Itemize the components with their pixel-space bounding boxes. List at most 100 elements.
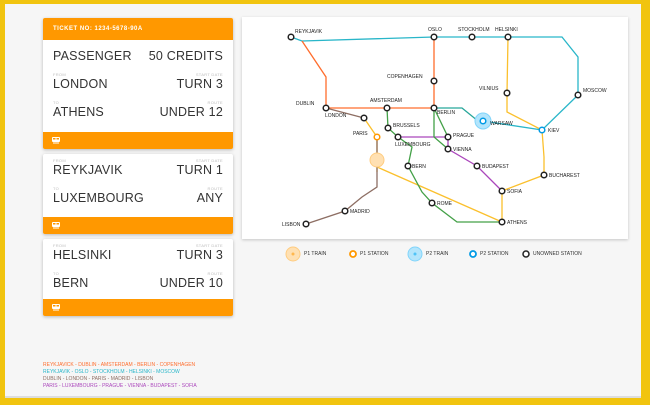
unowned-station-icon [522,250,530,258]
ticket-number: TICKET NO: 1234-5678-90A [43,18,233,40]
start-date-label: START DATE [195,72,223,77]
from-value: REYKJAVIK [53,163,123,177]
station-warsaw[interactable] [479,117,487,125]
track-segment [501,129,545,222]
station-label: MOSCOW [583,88,607,94]
station-kiev[interactable] [538,126,546,134]
p1-train-icon[interactable] [369,152,385,168]
track-segment [506,36,543,131]
app-frame: TICKET NO: 1234-5678-90A PASSENGER 50 CR… [5,4,641,398]
to-value: LUXEMBOURG [53,191,144,205]
station-reykjavik[interactable] [287,33,295,41]
train-icon [52,222,60,229]
station-sofia[interactable] [498,187,506,195]
station-madrid[interactable] [341,207,349,215]
station-bern[interactable] [404,162,412,170]
station-label: STOCKHOLM [458,27,490,33]
p1-train-icon [285,246,301,262]
station-prague[interactable] [444,133,452,141]
station-bucharest[interactable] [540,171,548,179]
route-line: REYKJAVICK - DUBLIN - AMSTERDAM - BERLIN… [43,362,196,368]
legend-item: P1 STATION [345,246,405,262]
legend-item: UNOWNED STATION [518,246,598,262]
station-label: VILNIUS [479,86,499,92]
station-label: HELSINKI [495,27,518,33]
from-label: FROM [53,72,66,77]
ticket-row: TO ROUTE BERN UNDER 10 [43,267,233,295]
station-moscow[interactable] [574,91,582,99]
to-label: TO [53,271,60,276]
p2-train-icon [407,246,423,262]
ticket-footer [43,217,233,234]
station-label: OSLO [428,27,442,33]
station-lisbon[interactable] [302,220,310,228]
station-label: ROME [437,201,453,207]
station-label: PRAGUE [453,133,475,139]
track-segment [434,36,579,95]
station-oslo[interactable] [430,33,438,41]
from-value: HELSINKI [53,248,112,262]
station-london[interactable] [360,114,368,122]
legend-label: P1 TRAIN [304,251,327,257]
route-label: ROUTE [207,100,223,105]
station-berlin[interactable] [430,104,438,112]
station-label: COPENHAGEN [387,74,423,80]
route-value: UNDER 12 [159,105,223,119]
station-amsterdam[interactable] [383,104,391,112]
station-dublin[interactable] [322,104,330,112]
from-value: LONDON [53,77,108,91]
station-paris[interactable] [373,133,381,141]
station-label: LUXEMBOURG [395,142,431,148]
ticket-row: FROM START DATE LONDON TURN 3 [43,68,233,96]
station-label: LONDON [325,113,347,119]
ticket-row: FROM START DATE REYKJAVIK TURN 1 [43,154,233,182]
track-segment [433,108,449,150]
ticket-card-2[interactable]: FROM START DATE REYKJAVIK TURN 1 TO ROUT… [43,154,233,234]
ticket-card-1[interactable]: TICKET NO: 1234-5678-90A PASSENGER 50 CR… [43,18,233,149]
station-athens[interactable] [498,218,506,226]
p2-station-icon [469,250,477,258]
station-helsinki[interactable] [504,33,512,41]
legend-item: P2 STATION [465,246,525,262]
station-brussels[interactable] [384,124,392,132]
station-label: BUCHAREST [549,173,580,179]
station-luxembourg[interactable] [394,133,402,141]
from-label: FROM [53,243,66,248]
track-segment [433,107,449,138]
routes-list: REYKJAVICK - DUBLIN - AMSTERDAM - BERLIN… [43,362,197,390]
ticket-row: FROM START DATE HELSINKI TURN 3 [43,239,233,267]
start-date-value: TURN 1 [176,163,223,177]
from-label: FROM [53,158,66,163]
legend-item: P1 TRAIN [285,246,335,262]
station-label: ATHENS [507,220,528,226]
route-value: UNDER 10 [159,276,223,290]
station-label: PARIS [353,131,368,137]
ticket-row: TO ROUTE ATHENS UNDER 12 [43,96,233,124]
station-label: BERLIN [437,110,455,116]
track-segment [541,94,579,131]
station-vilnius[interactable] [503,89,511,97]
station-rome[interactable] [428,199,436,207]
credits-value: 50 CREDITS [148,49,223,63]
station-copenhagen[interactable] [430,77,438,85]
station-vienna[interactable] [444,145,452,153]
legend-label: P1 STATION [360,251,389,257]
station-label: SOFIA [507,189,523,195]
route-line: PARIS - LUXEMBOURG - PRAGUE - VIENNA - B… [43,383,197,389]
legend-item: P2 TRAIN [407,246,457,262]
route-line: REYKJAVIK - OSLO - STOCKHOLM - HELSINKI … [43,369,180,375]
to-label: TO [53,186,60,191]
ticket-row: PASSENGER 50 CREDITS [43,40,233,68]
station-label: BUDAPEST [482,164,509,170]
horizontal-scrollbar[interactable] [5,396,641,398]
station-stockholm[interactable] [468,33,476,41]
ticket-card-3[interactable]: FROM START DATE HELSINKI TURN 3 TO ROUTE… [43,239,233,316]
station-label: MADRID [350,209,370,215]
station-budapest[interactable] [473,162,481,170]
start-date-value: TURN 3 [176,77,223,91]
ticket-footer [43,299,233,316]
to-value: BERN [53,276,89,290]
ticket-row: TO ROUTE LUXEMBOURG ANY [43,182,233,210]
ticket-footer [43,132,233,149]
